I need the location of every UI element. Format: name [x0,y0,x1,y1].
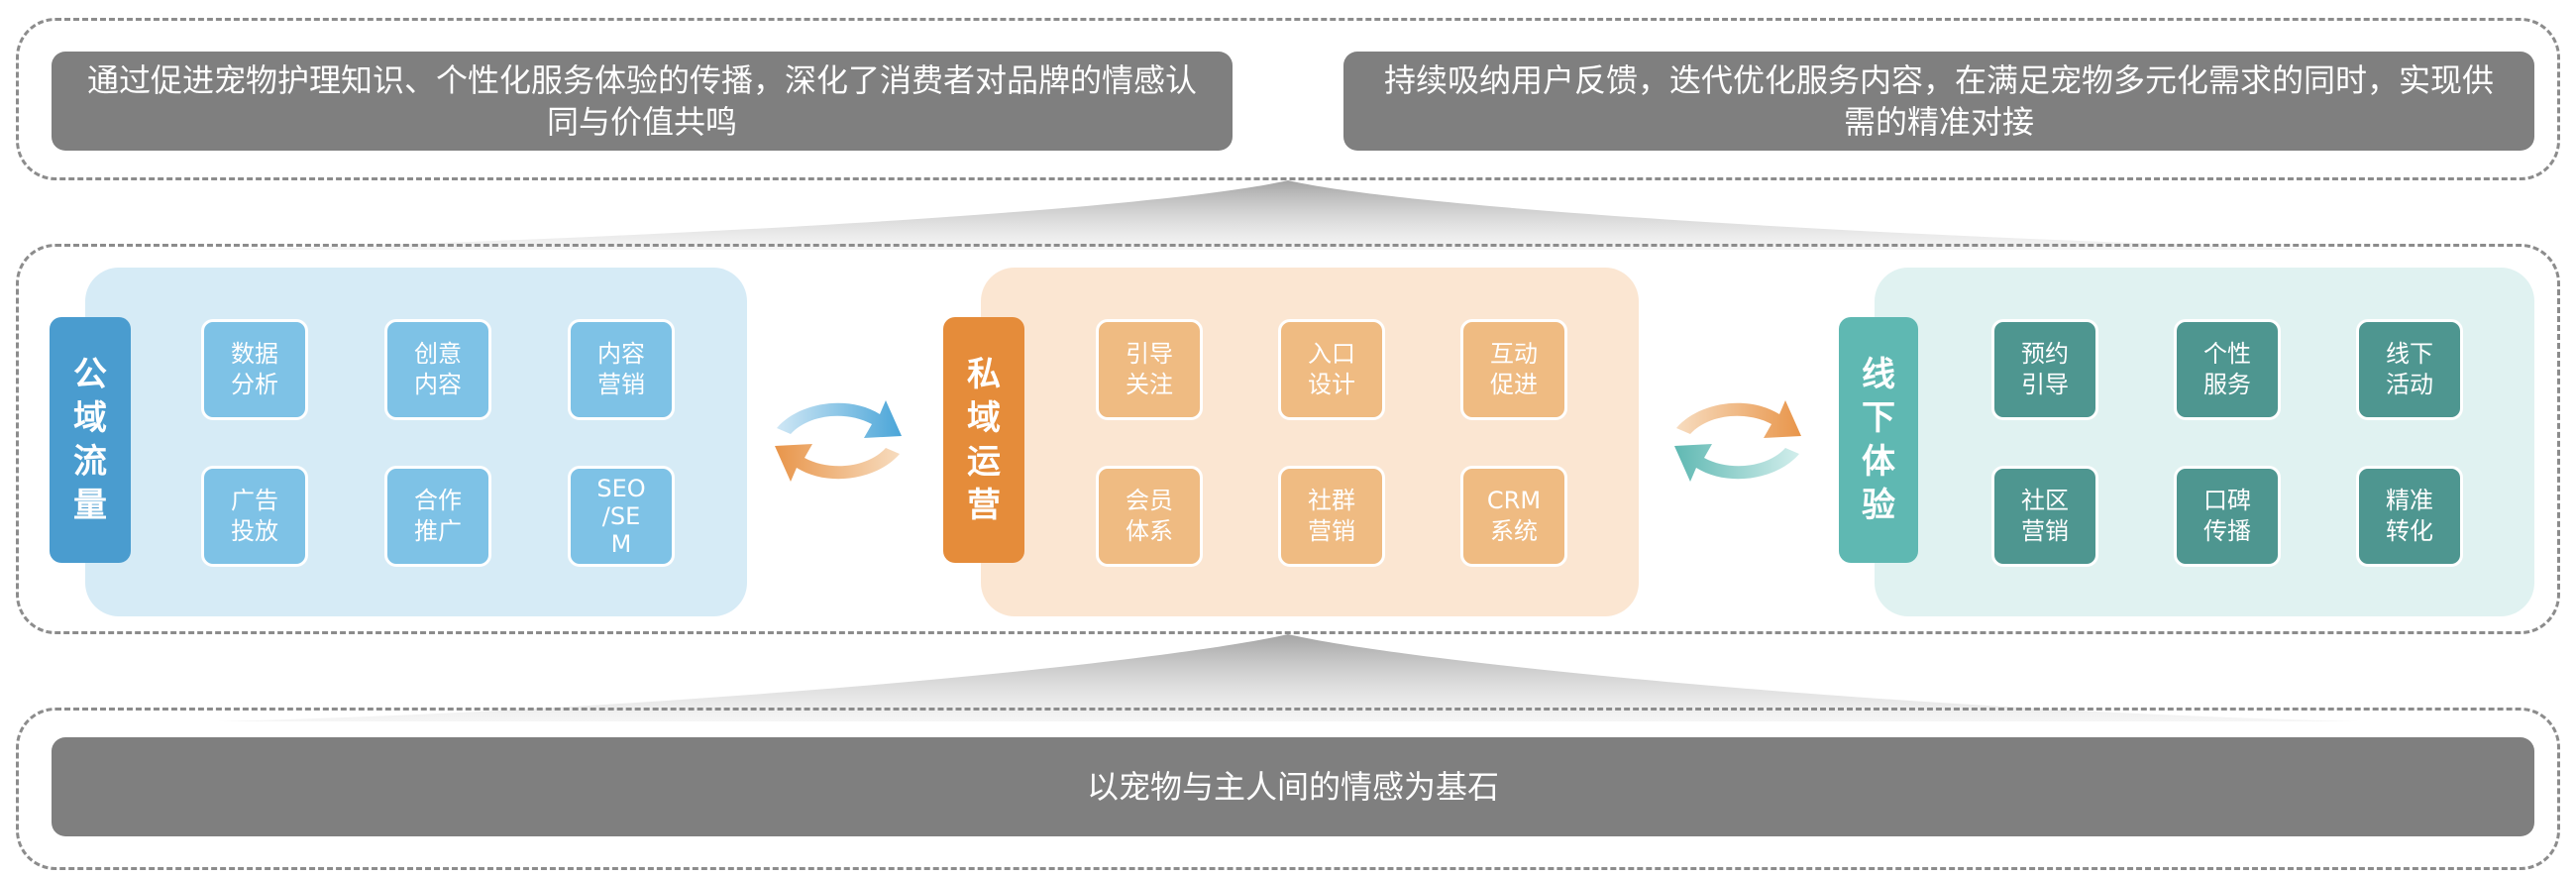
tile-advertising: 广告 投放 [201,466,308,567]
label-char: 营 [967,486,1001,525]
top-band [16,18,2560,180]
tile-entry-design: 入口 设计 [1278,319,1385,420]
bottom-band [16,708,2560,870]
tile-offline-events: 线下 活动 [2356,319,2463,420]
top-left-statement: 通过促进宠物护理知识、个性化服务体验的传播，深化了消费者对品牌的情感认同与价值共… [52,52,1233,151]
tile-content-marketing: 内容 营销 [568,319,675,420]
label-char: 运 [967,442,1001,482]
tile-reservation: 预约 引导 [1991,319,2098,420]
refresh-cycle-icon [1674,400,1801,482]
tile-word-of-mouth: 口碑 传播 [2174,466,2281,567]
label-char: 线 [1862,355,1895,394]
middle-band [16,244,2560,634]
tile-precise-conversion: 精准 转化 [2356,466,2463,567]
public-traffic-label: 公 域 流 量 [50,317,131,563]
offline-label: 线 下 体 验 [1839,317,1918,563]
label-char: 下 [1862,398,1895,438]
tile-seo-sem: SEO /SE M [568,466,675,567]
label-char: 流 [73,442,107,482]
tile-guide-follow: 引导 关注 [1096,319,1203,420]
tile-data-analysis: 数据 分析 [201,319,308,420]
private-ops-label: 私 域 运 营 [943,317,1024,563]
tile-community-marketing-offline: 社区 营销 [1991,466,2098,567]
tile-crm-system: CRM 系统 [1460,466,1567,567]
label-char: 公 [73,355,107,394]
tile-membership: 会员 体系 [1096,466,1203,567]
label-char: 域 [73,398,107,438]
tile-community-marketing: 社群 营销 [1278,466,1385,567]
refresh-cycle-icon [775,400,902,482]
tile-interaction: 互动 促进 [1460,319,1567,420]
tile-creative-content: 创意 内容 [384,319,491,420]
label-char: 验 [1862,486,1895,525]
label-char: 量 [73,486,107,525]
label-char: 私 [967,355,1001,394]
top-right-statement: 持续吸纳用户反馈，迭代优化服务内容，在满足宠物多元化需求的同时，实现供需的精准对… [1343,52,2534,151]
foundation-statement: 以宠物与主人间的情感为基石 [52,737,2534,836]
label-char: 域 [967,398,1001,438]
tile-personal-service: 个性 服务 [2174,319,2281,420]
label-char: 体 [1862,442,1895,482]
tile-partnership: 合作 推广 [384,466,491,567]
